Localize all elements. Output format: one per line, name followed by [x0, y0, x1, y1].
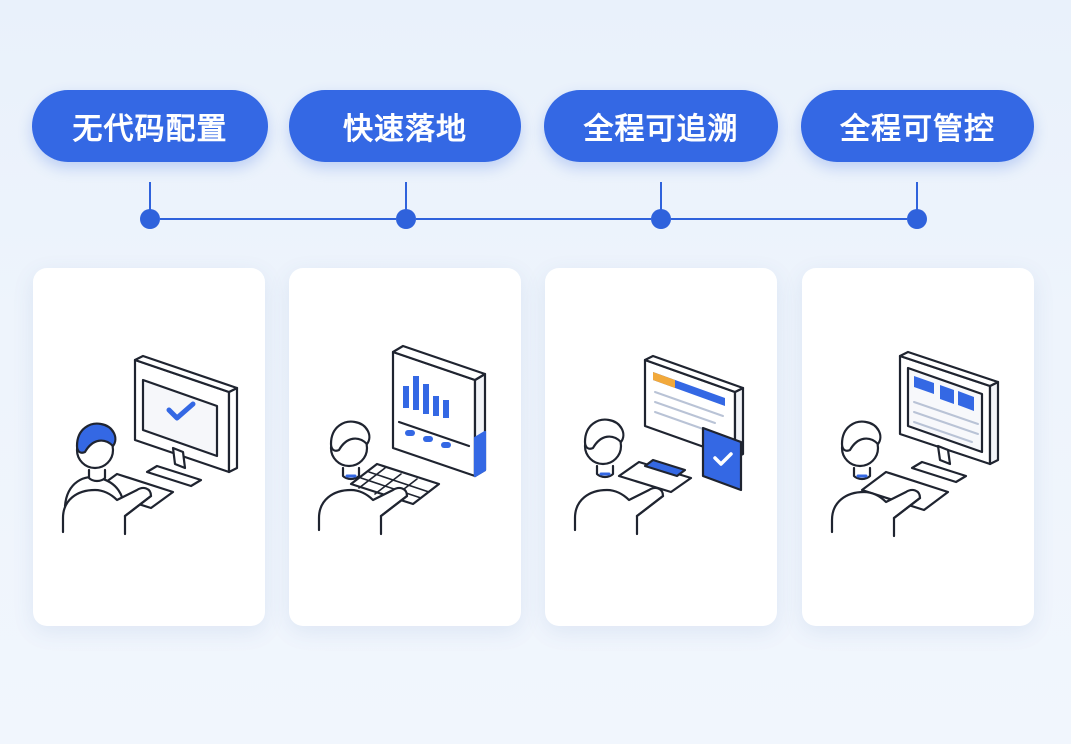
- feature-pill-traceable: 全程可追溯: [544, 90, 778, 162]
- person-keyboard-bar-chart-icon: [317, 344, 487, 536]
- feature-card-no-code-config: [33, 268, 265, 626]
- person-monitor-checkmark-icon: [61, 354, 239, 536]
- timeline-node: [651, 209, 671, 229]
- feature-card-controllable: [802, 268, 1034, 626]
- timeline-node: [140, 209, 160, 229]
- timeline-node: [396, 209, 416, 229]
- person-monitor-verification-icon: [573, 354, 745, 536]
- feature-pill-label: 全程可追溯: [583, 112, 739, 147]
- feature-pill-controllable: 全程可管控: [801, 90, 1034, 162]
- feature-pill-label: 无代码配置: [72, 112, 228, 147]
- feature-card-traceable: [545, 268, 777, 626]
- person-monitor-dashboard-icon: [830, 350, 1000, 538]
- timeline-node: [907, 209, 927, 229]
- feature-card-fast-landing: [289, 268, 521, 626]
- feature-pill-fast-landing: 快速落地: [289, 90, 521, 162]
- feature-pill-label: 全程可管控: [840, 112, 995, 147]
- feature-pill-no-code-config: 无代码配置: [32, 90, 268, 162]
- feature-pill-label: 快速落地: [343, 112, 467, 147]
